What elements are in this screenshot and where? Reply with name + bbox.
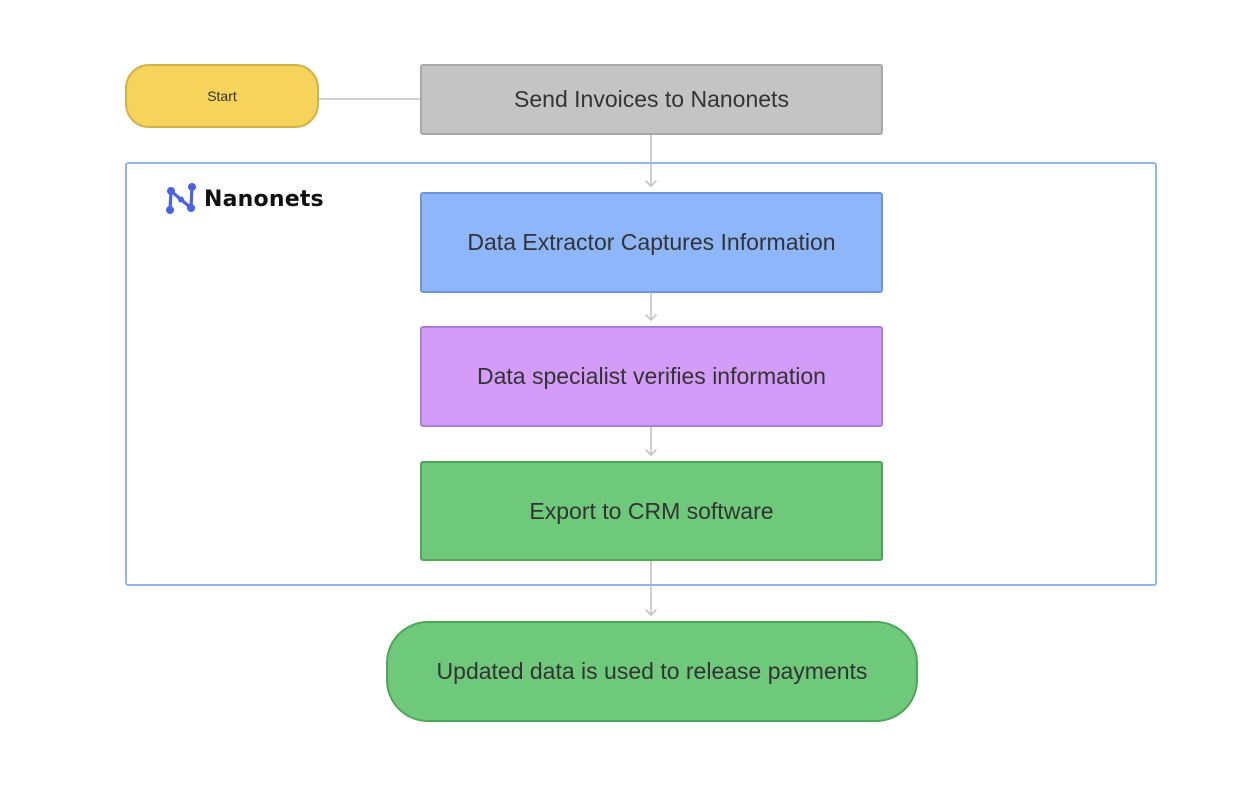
edge-export-to-release <box>645 560 657 616</box>
start-node: Start <box>125 64 319 128</box>
nanonets-logo-icon <box>166 183 196 214</box>
data-specialist-label: Data specialist verifies information <box>477 363 826 389</box>
export-crm-label: Export to CRM software <box>529 497 774 524</box>
nanonets-group-container <box>125 162 1157 586</box>
brand-name: Nanonets <box>204 186 324 212</box>
nanonets-brand: Nanonets <box>163 181 324 217</box>
edge-extract-to-verify <box>645 292 657 321</box>
release-payments-node: Updated data is used to release payments <box>386 621 918 722</box>
send-invoices-label: Send Invoices to Nanonets <box>514 86 789 112</box>
edge-verify-to-export <box>645 426 657 456</box>
data-specialist-node: Data specialist verifies information <box>420 326 883 427</box>
data-extractor-node: Data Extractor Captures Information <box>420 192 883 293</box>
start-node-label: Start <box>207 88 237 104</box>
edge-send-to-extract <box>645 134 657 187</box>
data-extractor-label: Data Extractor Captures Information <box>467 229 836 255</box>
release-payments-label: Updated data is used to release payments <box>436 658 868 684</box>
export-crm-node: Export to CRM software <box>420 461 883 561</box>
send-invoices-node: Send Invoices to Nanonets <box>420 64 883 135</box>
